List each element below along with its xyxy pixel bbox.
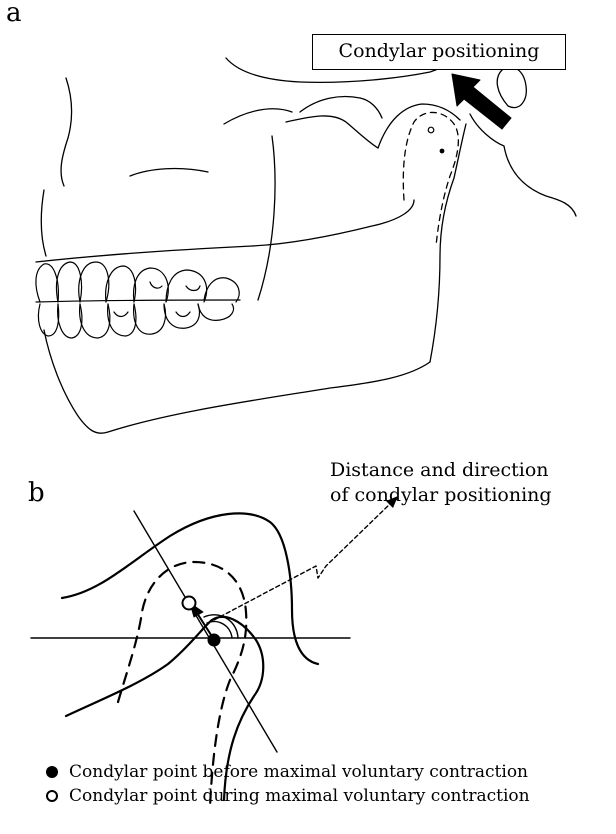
- annotation-leader: [214, 502, 392, 620]
- filled-circle-icon: [46, 766, 58, 778]
- open-circle-icon: [46, 790, 58, 802]
- legend-during-label: Condylar point during maximal voluntary …: [69, 786, 530, 806]
- condylar-point-during-a: [428, 127, 434, 133]
- condylar-point-before-b: [208, 634, 221, 647]
- fossa-outline-b: [62, 513, 318, 664]
- condylar-point-during-b: [183, 597, 196, 610]
- condylar-positioning-callout: Condylar positioning: [312, 34, 566, 70]
- panel-a-label: a: [6, 0, 22, 28]
- panel-b-label: b: [28, 478, 45, 508]
- lower-teeth: [38, 304, 233, 338]
- legend-before-label: Condylar point before maximal voluntary …: [69, 762, 528, 782]
- positioning-arrow-icon: [452, 74, 511, 129]
- annotation-line-2: of condylar positioning: [330, 483, 552, 507]
- condylar-point-before-a: [440, 149, 445, 154]
- annotation-line-1: Distance and direction: [330, 458, 549, 482]
- upper-teeth: [36, 262, 240, 302]
- oblique-reference-line: [134, 511, 277, 752]
